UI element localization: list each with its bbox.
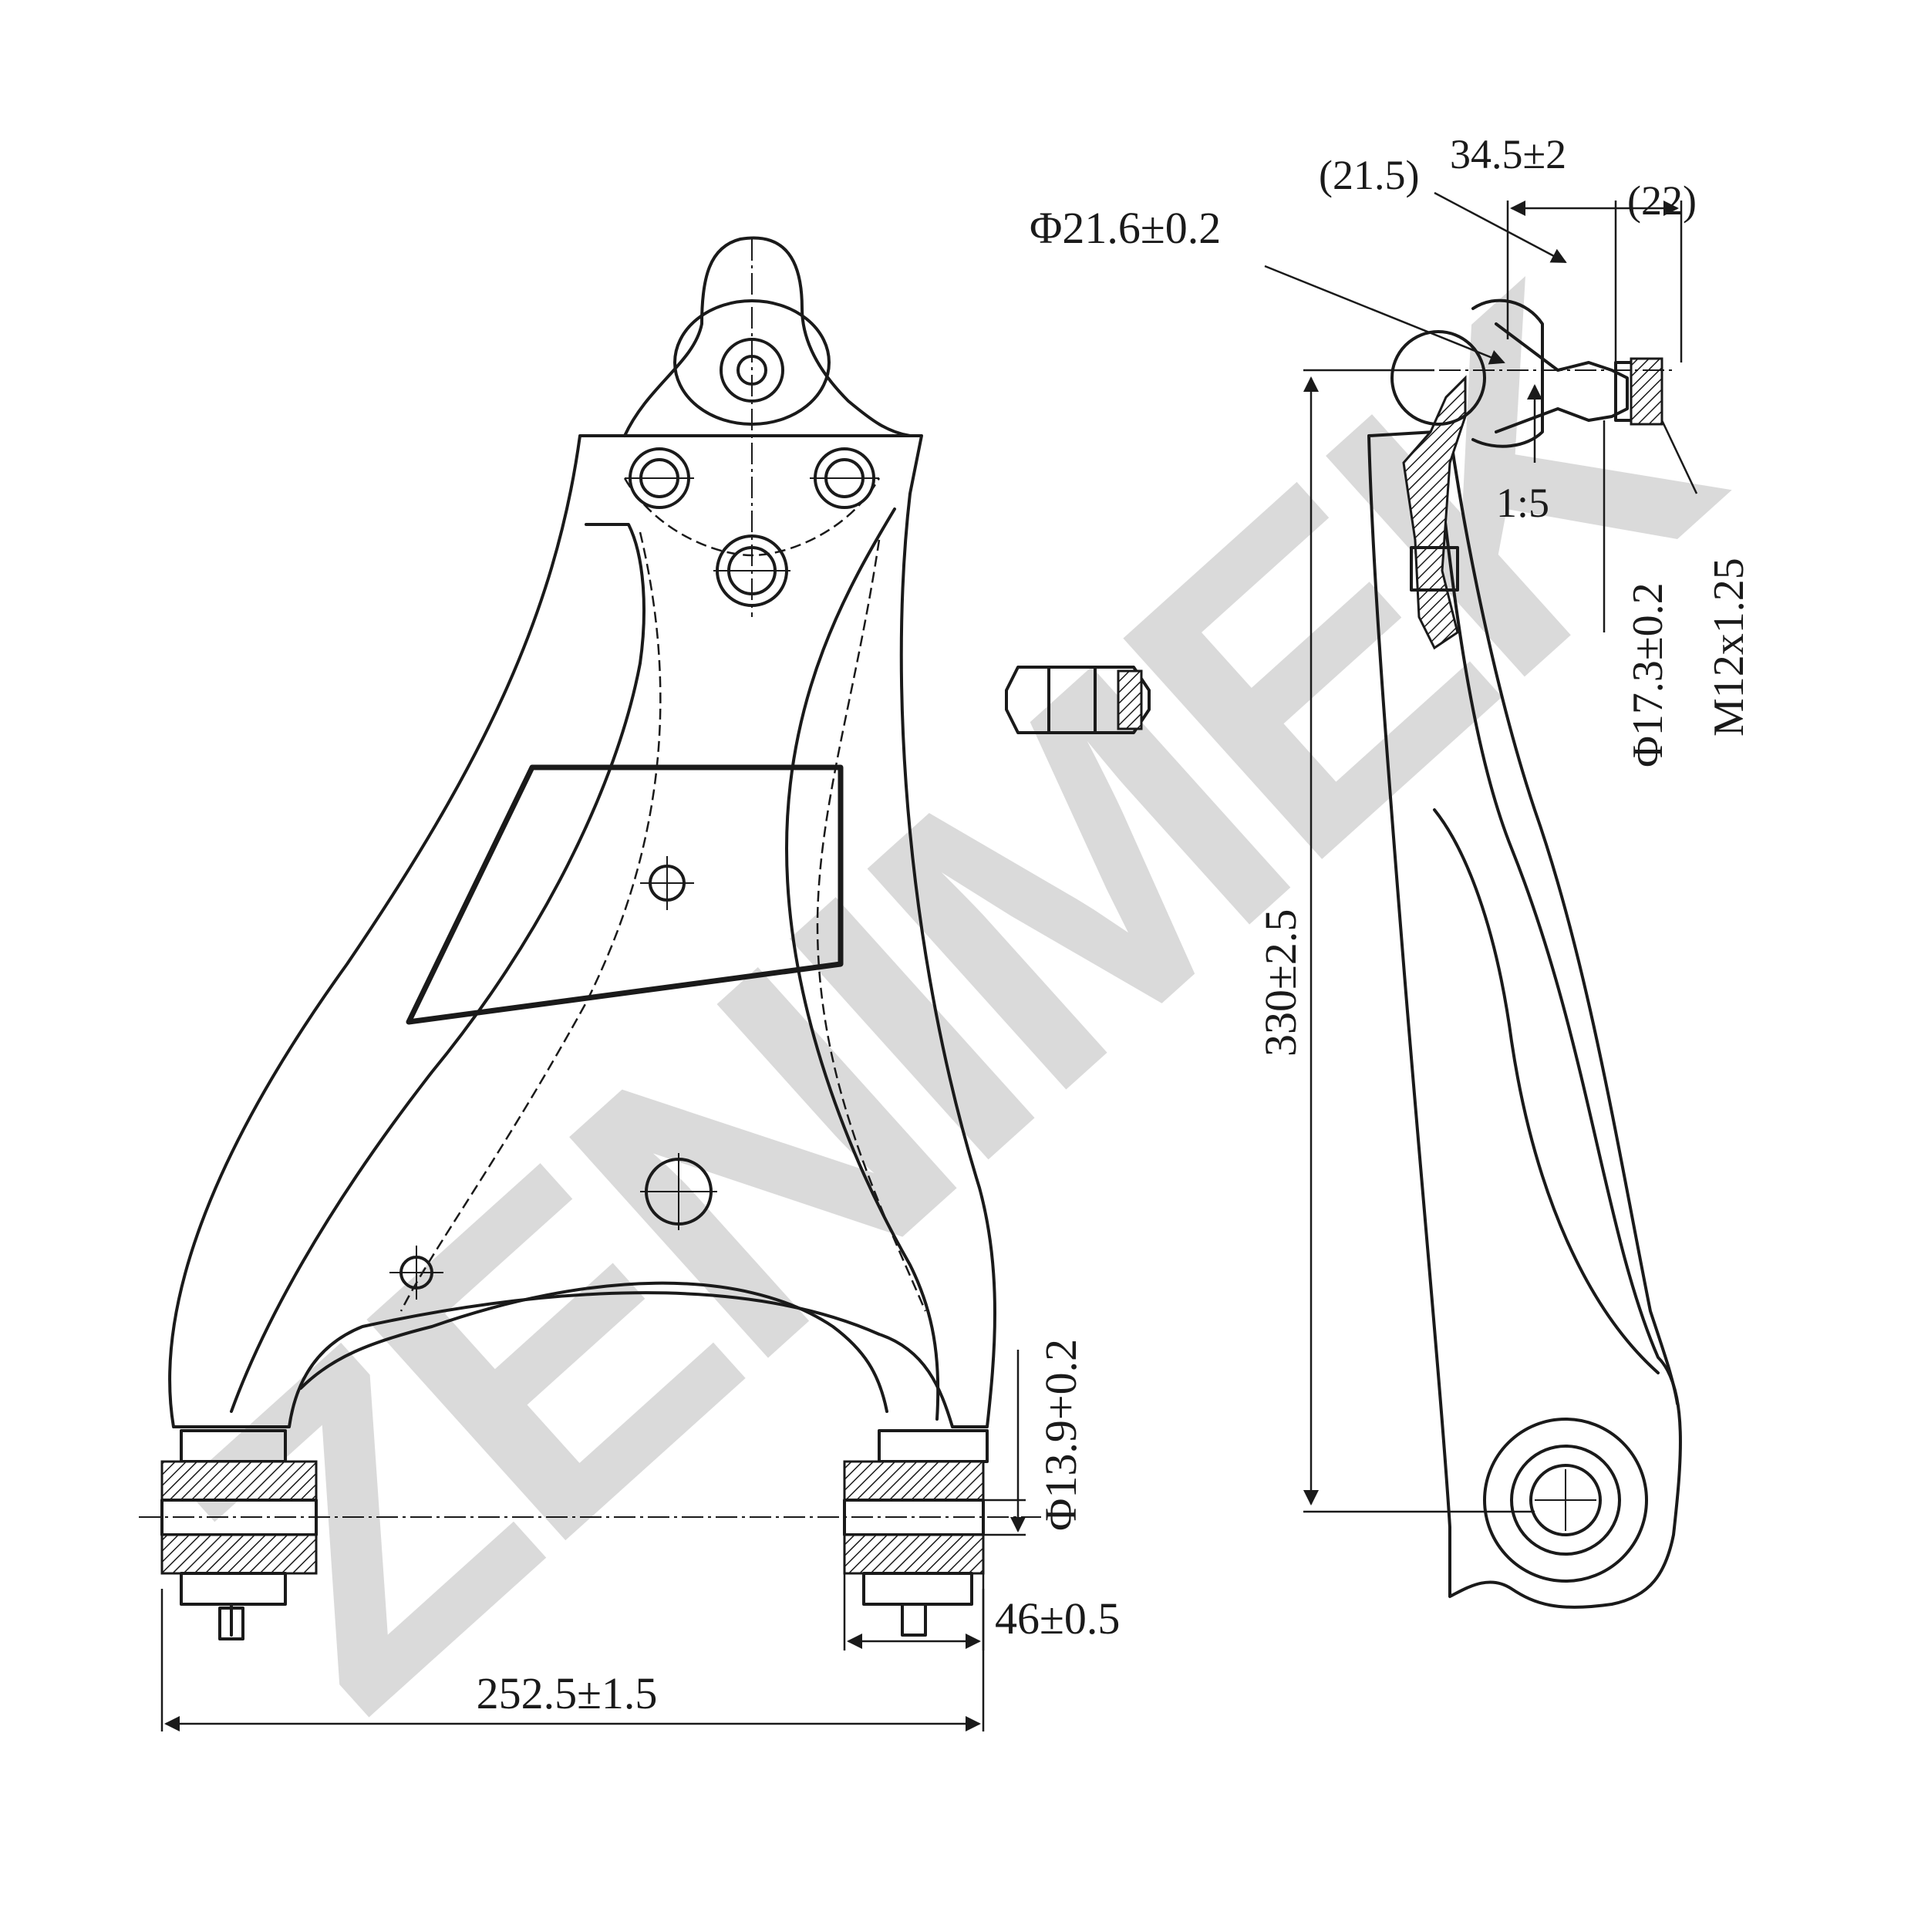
dim-height — [1303, 369, 1535, 1513]
arm-inner-rib-right — [785, 507, 940, 1421]
dim-bushing-bore — [983, 1350, 1026, 1536]
arm-lower-web — [299, 1281, 888, 1413]
dim-bushing-width — [843, 1573, 985, 1650]
leader-thread — [1660, 420, 1698, 494]
bushing-left — [160, 1429, 318, 1640]
rivet-holes — [625, 447, 879, 607]
side-bushing-outer — [1483, 1418, 1648, 1583]
dim-thread-label: M12x1.25 — [1705, 558, 1753, 737]
ball-joint-side — [1303, 298, 1674, 650]
side-arm-outline — [1367, 430, 1682, 1609]
control-arm-side-view: 330±2.5 Φ21.6±0.2 (21.5) 34.5±2 (22) 1:5… — [1030, 131, 1753, 1609]
arm-inner-rib — [230, 523, 645, 1413]
side-bushing-middle — [1510, 1445, 1621, 1556]
side-arm-contour — [1433, 808, 1660, 1374]
dim-pin-diameter-label: Φ17.3±0.2 — [1624, 582, 1672, 767]
dim-stud-length-label: 34.5±2 — [1450, 131, 1566, 177]
arm-outline — [168, 434, 996, 1428]
housing-hidden-outline — [623, 477, 881, 557]
dim-taper-label: 1:5 — [1496, 480, 1549, 526]
leader-ball-stud-diameter — [1264, 265, 1505, 365]
dim-bushing-bore-label: Φ13.9+0.2 — [1036, 1339, 1086, 1531]
ball-joint-housing — [623, 236, 912, 437]
bushing-right — [843, 1429, 989, 1637]
nut-icon — [1005, 666, 1151, 734]
reinforcement-plate — [406, 764, 844, 1025]
hidden-line-right — [816, 539, 927, 1312]
dim-offset-left-label: (21.5) — [1319, 152, 1419, 198]
hidden-line-left — [399, 531, 662, 1312]
control-arm-front-view: 252.5±1.5 46±0.5 Φ13.9+0.2 — [139, 236, 1151, 1731]
dim-stud-length — [1434, 191, 1683, 362]
dim-offset-right-label: (22) — [1627, 177, 1697, 224]
dim-bushing-width-label: 46±0.5 — [995, 1593, 1120, 1644]
dim-height-label: 330±2.5 — [1256, 909, 1306, 1057]
dim-width-overall-label: 252.5±1.5 — [477, 1668, 658, 1718]
center-marks — [389, 856, 717, 1300]
dim-ball-stud-diameter-label: Φ21.6±0.2 — [1030, 203, 1221, 253]
side-bushing-inner — [1529, 1464, 1602, 1536]
side-arm-edge — [1448, 430, 1679, 1405]
